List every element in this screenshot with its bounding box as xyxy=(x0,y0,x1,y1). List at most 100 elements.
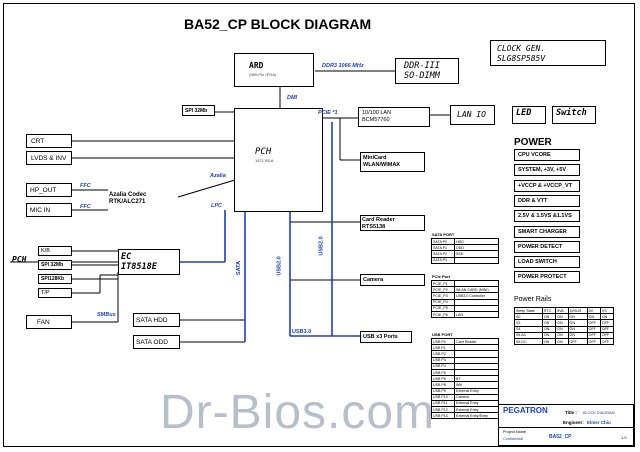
rails-cell: ON xyxy=(555,337,569,346)
ffc-label-mic: FFC xyxy=(80,204,91,210)
power-item: LOAD SWITCH xyxy=(514,256,580,269)
power-item: +VCCP & +VCCP_VT xyxy=(514,179,580,192)
power-item: SYSTEM, +3V, +5V xyxy=(514,164,580,177)
lan-speed: 10/100 LAN xyxy=(362,110,392,116)
lvds-block: LVDS & INV xyxy=(26,151,72,165)
engineer-value: Elmer Chiu xyxy=(587,420,611,425)
clock-gen-block: CLOCK GEN. SLG8SP585V xyxy=(490,40,606,66)
usb-ports-block: USB x3 Ports xyxy=(360,331,412,343)
pch-block: PCH 1571 BGA xyxy=(234,108,323,212)
ddr-bus-label: DDR3 1066 MHz xyxy=(322,63,364,69)
sata-bus-label: SATA xyxy=(236,260,243,276)
lpc-bus-label: LPC xyxy=(211,203,222,209)
pch-label: PCH xyxy=(255,147,272,157)
port-device-cell: LAN xyxy=(454,310,499,319)
card-reader-block: Card Reader RTS5138 xyxy=(360,215,425,231)
audio-codec-block: Azalia Codec RTK/ALC271 xyxy=(108,190,178,210)
power-item: 2.5V & 1.5VS &1.1VS xyxy=(514,210,580,223)
usb30-bus-label: USB3.0 xyxy=(292,329,312,335)
azalia-bus-label: Azalia xyxy=(210,173,226,179)
switch-block: Switch xyxy=(552,106,596,124)
power-item: SMART CHARGER xyxy=(514,225,580,238)
power-item: POWER PROTECT xyxy=(514,271,580,284)
title-block: PEGATRON Title : BLOCK DIAGRAM Engineer:… xyxy=(498,404,634,446)
led-block: LED xyxy=(512,106,546,124)
port-device-cell xyxy=(454,256,499,264)
ard-cpu-block: ARD (989-Pin rPGA) xyxy=(234,53,314,87)
pcie-bus-label: PCIE *1 xyxy=(318,110,338,116)
hp-out-jack: HP_OUT xyxy=(26,183,72,197)
power-title: POWER xyxy=(514,137,552,148)
watermark-text: Dr-Bios.com xyxy=(160,386,436,439)
port-id-cell: SATA P3 xyxy=(431,256,455,264)
title-value: BLOCK DIAGRAM xyxy=(583,411,615,415)
power-item: DDR & VTT xyxy=(514,194,580,207)
sodimm-label: SO-DIMM xyxy=(404,71,440,81)
touchpad-block: T/P xyxy=(38,288,72,298)
lan-io-block: LAN IO xyxy=(450,105,495,125)
camera-block: Camera xyxy=(360,274,425,286)
ddr-label: DDR-III xyxy=(404,61,440,71)
clock-gen-part: SLG8SP585V xyxy=(497,54,546,63)
minicard-type: WLAN/WIMAX xyxy=(363,161,400,168)
sata-hdd-block: SATA HDD xyxy=(133,313,180,327)
power-item: CPU VCORE xyxy=(514,149,580,161)
project-value: Confidential xyxy=(503,437,524,441)
minicard-block: MiniCard WLAN/WIMAX xyxy=(360,152,425,172)
spi-32mb-block: SPI 32Mb xyxy=(38,260,72,270)
rails-cell: OFF xyxy=(599,337,615,346)
sheet-frame xyxy=(3,3,635,447)
pcie-port-title: PCIe Port xyxy=(432,274,451,279)
card-reader-chip: RTS5138 xyxy=(362,223,386,230)
mic-in-jack: MIC IN xyxy=(26,203,72,217)
sata-port-title: SATA PORT xyxy=(432,232,455,237)
ddr-sodimm-block: DDR-III SO-DIMM xyxy=(395,58,459,84)
card-reader-label: Card Reader xyxy=(362,217,395,223)
rails-cell: OFF xyxy=(586,337,601,346)
minicard-label: MiniCard xyxy=(363,155,387,161)
clock-gen-label: CLOCK GEN. xyxy=(497,44,546,53)
fan-block: FAN xyxy=(26,315,72,329)
company-logo: PEGATRON xyxy=(503,406,548,415)
dmi-bus-label: DMI xyxy=(287,95,298,101)
power-rails-title: Power Rails xyxy=(514,296,552,303)
rails-cell: OFF xyxy=(567,337,588,346)
pch-side-label: PCH xyxy=(12,255,27,264)
spi-flash-block: SPI 32Mb xyxy=(182,105,215,116)
rails-cell: ON xyxy=(541,337,557,346)
model-name: BA52_CP xyxy=(549,434,572,440)
ec-chip: IT8518E xyxy=(121,262,157,272)
smbus-label: SMBus xyxy=(97,312,116,318)
crt-block: CRT xyxy=(26,134,72,148)
usb20-bus-label-b: USB2.0 xyxy=(318,236,325,256)
usb-port-title: USB PORT xyxy=(432,332,453,337)
sata-port-row: SATA P3 xyxy=(431,256,499,264)
pch-package: 1571 BGA xyxy=(255,158,274,163)
port-id-cell: PCIE_P6 xyxy=(431,310,455,319)
ec-label: EC xyxy=(121,252,132,262)
ffc-label-hp: FFC xyxy=(80,183,91,189)
keyboard-block: K/B xyxy=(38,246,72,256)
usb20-bus-label-a: USB2.0 xyxy=(276,256,283,276)
lan-controller-block: 10/100 LAN BCM57760 xyxy=(358,107,430,127)
power-item: POWER DETECT xyxy=(514,240,580,253)
ard-package: (989-Pin rPGA) xyxy=(249,72,277,77)
lan-chip: BCM57760 xyxy=(362,116,390,123)
revision: 1.0 xyxy=(621,435,627,440)
rails-cell: S5 DC xyxy=(514,337,543,346)
project-label: Project Name xyxy=(503,430,527,434)
spi-128kb-block: SPI128Kb xyxy=(38,274,72,284)
ard-label: ARD xyxy=(249,61,264,70)
codec-label: Azalia Codec xyxy=(109,192,147,198)
page-title: BA52_CP BLOCK DIAGRAM xyxy=(184,16,372,32)
engineer-label: Engineer: xyxy=(563,420,584,425)
title-label: Title : xyxy=(565,410,577,415)
codec-chip: RTK/ALC271 xyxy=(109,199,146,205)
